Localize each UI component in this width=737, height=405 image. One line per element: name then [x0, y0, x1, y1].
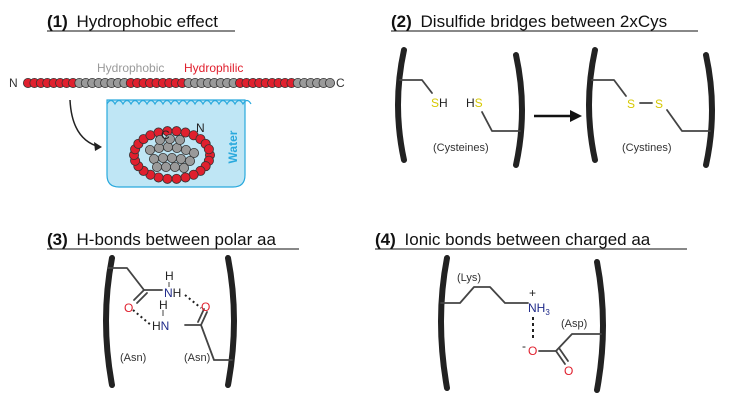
folded-protein: [128, 126, 215, 184]
panel2-title-text: Disulfide bridges between 2xCys: [421, 12, 668, 31]
panel1-title: (1) Hydrophobic effect: [47, 12, 218, 31]
backbone-bracket: [225, 255, 237, 388]
nitrogen-bottom: HN: [152, 319, 169, 333]
amino-acid-bead: [166, 152, 177, 163]
water-surface-waves: [106, 99, 252, 106]
asp-carbonyl: [555, 347, 569, 365]
amino-acid-bead: [157, 152, 168, 163]
amino-acid-bead: [160, 161, 171, 172]
backbone-bracket: [586, 47, 598, 163]
panel-h-bonds: (3) H-bonds between polar aa O H NH O HN…: [47, 230, 299, 388]
panel-disulfide-bridges: (2) Disulfide bridges between 2xCys SH H…: [391, 12, 715, 168]
lys-amine: NH3: [528, 301, 550, 317]
asp-minus-charge: -: [522, 339, 526, 353]
peptide-chain-beads: [22, 78, 335, 89]
cys-right-thiol: HS: [466, 96, 483, 110]
nitrogen-top: NH: [164, 286, 181, 300]
asp-oxygen-double: O: [564, 364, 573, 378]
h-bond-right: [184, 294, 202, 309]
panel2-title: (2) Disulfide bridges between 2xCys: [391, 12, 667, 31]
amino-acid-bead: [188, 147, 199, 158]
chain-c-terminus: C: [336, 76, 345, 90]
backbone-bracket: [513, 52, 525, 168]
panel-hydrophobic-effect: (1) Hydrophobic effect Water N C Hydroph…: [9, 12, 345, 188]
disulfide-sulfur-2: S: [655, 97, 663, 111]
amino-acid-bead: [154, 134, 165, 145]
asn-bottom-sidechain: [184, 324, 233, 361]
amino-acid-bead: [174, 134, 185, 145]
water-label: Water: [226, 130, 240, 163]
backbone-bracket: [703, 52, 715, 168]
lys-plus-charge: +: [529, 286, 536, 300]
amino-acid-bead: [162, 173, 173, 184]
backbone-bracket: [594, 259, 606, 393]
asn-top-sidechain: [107, 267, 163, 291]
amino-acid-bead: [203, 144, 214, 155]
asn-right-label: (Asn): [184, 352, 210, 364]
cystine-left-sidechain: [591, 79, 627, 97]
amino-acid-bead: [169, 161, 180, 172]
panel4-title-text: Ionic bonds between charged aa: [405, 230, 651, 249]
amino-acid-bead: [178, 162, 189, 173]
amino-acid-bead: [151, 161, 162, 172]
hydrophobic-label: Hydrophobic: [97, 61, 164, 75]
backbone-bracket: [103, 255, 115, 388]
cys-left-sidechain: [399, 79, 433, 94]
folded-c-terminus: C: [161, 128, 170, 142]
amino-acid-bead: [171, 126, 182, 137]
amino-acid-bead: [180, 172, 191, 183]
asn-top-carbonyl: [133, 289, 148, 304]
cys-left-thiol: SH: [431, 96, 448, 110]
cys-right-sidechain: [481, 111, 521, 132]
folding-arrow: [69, 99, 101, 148]
amino-acid-bead: [144, 144, 155, 155]
panel4-title-num: (4): [375, 230, 396, 249]
panel3-title: (3) H-bonds between polar aa: [47, 230, 276, 249]
folding-arrow-head: [94, 142, 102, 151]
hydrogen-bottom: H: [159, 298, 168, 312]
reaction-arrow-head: [570, 110, 582, 122]
panel1-title-text: Hydrophobic effect: [77, 12, 219, 31]
asp-label: (Asp): [561, 318, 587, 330]
oxygen-bottom: O: [201, 300, 210, 314]
amino-acid-bead: [324, 78, 335, 89]
hydrogen-top: H: [165, 269, 174, 283]
backbone-bracket: [438, 255, 450, 391]
cysteines-label: (Cysteines): [433, 142, 489, 154]
panel2-title-num: (2): [391, 12, 412, 31]
panel1-title-num: (1): [47, 12, 68, 31]
hydrophilic-label: Hydrophilic: [184, 61, 243, 75]
folded-n-terminus: N: [196, 121, 205, 135]
asn-bottom-carbonyl: [197, 308, 208, 326]
panel-ionic-bonds: (4) Ionic bonds between charged aa (Lys)…: [375, 230, 687, 393]
backbone-bracket: [395, 47, 407, 163]
lys-label: (Lys): [457, 272, 481, 284]
panel4-title: (4) Ionic bonds between charged aa: [375, 230, 651, 249]
asp-oxygen-ion: O: [528, 344, 537, 358]
amino-acid-bead: [175, 153, 186, 164]
h-bond-left: [132, 309, 153, 327]
cystine-right-sidechain: [666, 109, 711, 132]
asp-sidechain: [538, 333, 602, 352]
amino-acid-bead: [184, 155, 195, 166]
oxygen-top: O: [124, 301, 133, 315]
panel3-title-num: (3): [47, 230, 68, 249]
amino-acid-bead: [171, 173, 182, 184]
panel3-title-text: H-bonds between polar aa: [77, 230, 277, 249]
asn-left-label: (Asn): [120, 352, 146, 364]
cystines-label: (Cystines): [622, 142, 672, 154]
lys-sidechain: [440, 286, 529, 304]
disulfide-sulfur-1: S: [627, 97, 635, 111]
chain-n-terminus: N: [9, 76, 18, 90]
amino-acid-bead: [164, 133, 175, 144]
